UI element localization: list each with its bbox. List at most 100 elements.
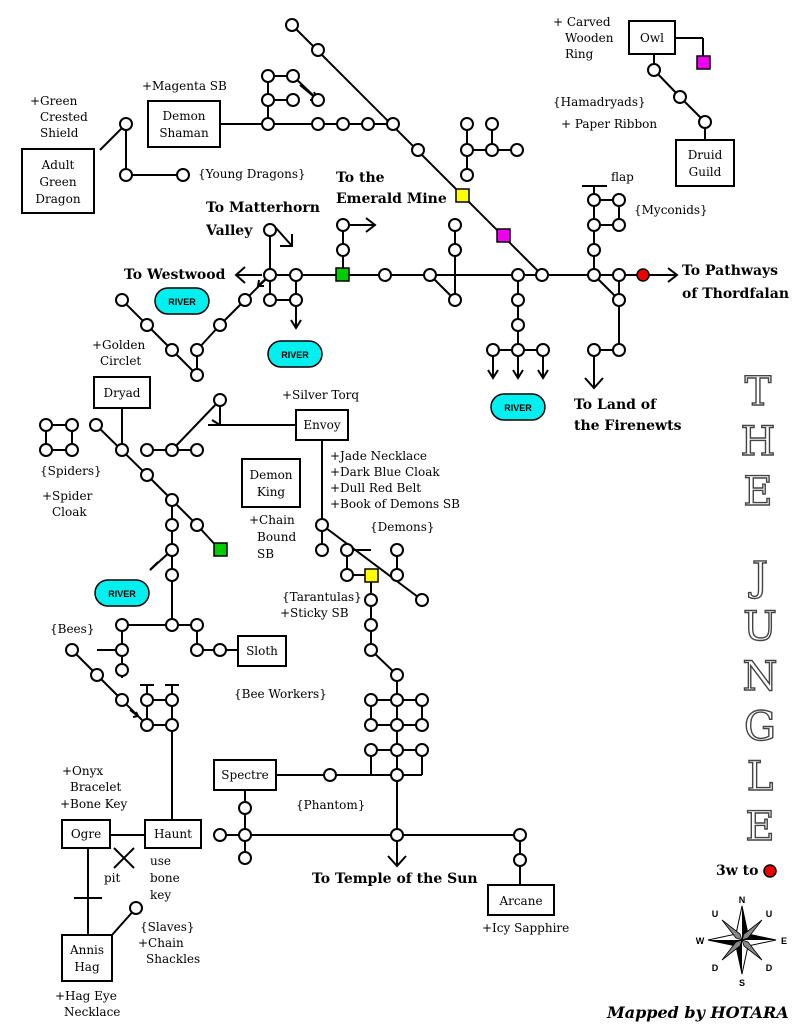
room-demon-king: Demon King xyxy=(241,458,301,508)
bees-label: {Bees} xyxy=(50,622,94,636)
exit-westwood: To Westwood xyxy=(124,267,226,283)
envoy-items-label: +Dull Red Belt xyxy=(330,481,421,495)
map-node xyxy=(238,828,252,842)
room-druid-guild: Druid Guild xyxy=(675,139,735,187)
title-letter: U xyxy=(743,604,777,650)
svg-text:RIVER: RIVER xyxy=(108,589,136,599)
svg-text:N: N xyxy=(739,895,746,905)
map-node xyxy=(390,743,404,757)
map-node xyxy=(415,593,429,607)
room-owl: Owl xyxy=(628,20,676,55)
map-node xyxy=(673,90,687,104)
map-node xyxy=(165,618,179,632)
svg-text:Envoy: Envoy xyxy=(303,418,340,432)
map-node xyxy=(129,901,143,915)
svg-text:Hag: Hag xyxy=(74,960,100,974)
tarantulas-label: {Tarantulas} xyxy=(282,590,362,604)
svg-text:Annis: Annis xyxy=(69,943,104,957)
map-node xyxy=(612,218,626,232)
map-node xyxy=(115,693,129,707)
room-haunt: Haunt xyxy=(144,819,202,849)
river-3: RIVER xyxy=(490,393,546,421)
map-node xyxy=(261,117,275,131)
map-node xyxy=(448,243,462,257)
map-node xyxy=(238,801,252,815)
exit-labels: To Matterhorn Valley To the Emerald Mine… xyxy=(124,170,789,887)
map-node xyxy=(165,543,179,557)
envoy-items-label: +Dark Blue Cloak xyxy=(330,465,440,479)
map-node xyxy=(289,293,303,307)
svg-text:U: U xyxy=(712,909,719,919)
map-node xyxy=(190,443,204,457)
svg-text:Haunt: Haunt xyxy=(154,827,192,841)
yellow-marker xyxy=(455,188,470,203)
map-node xyxy=(485,117,499,131)
river-1: RIVER xyxy=(154,287,210,315)
special-markers xyxy=(213,55,777,878)
title-letter: E xyxy=(745,804,774,850)
map-node xyxy=(511,293,525,307)
map-node xyxy=(364,718,378,732)
hamadryads-label: {Hamadryads} xyxy=(553,95,646,109)
map-node xyxy=(411,143,425,157)
green-shield-label: Shield xyxy=(40,126,79,140)
map-node xyxy=(390,693,404,707)
map-node xyxy=(390,543,404,557)
map-node xyxy=(364,618,378,632)
map-node xyxy=(65,418,79,432)
map-node xyxy=(511,268,525,282)
map-node xyxy=(511,318,525,332)
map-node xyxy=(165,443,179,457)
map-node xyxy=(364,593,378,607)
map-node xyxy=(390,828,404,842)
map-node xyxy=(612,193,626,207)
golden-circlet-label: +Golden xyxy=(92,338,145,352)
map-node xyxy=(612,268,626,282)
map-node xyxy=(165,568,179,582)
map-node xyxy=(390,718,404,732)
svg-text:Owl: Owl xyxy=(640,31,664,45)
icy-sapphire-label: +Icy Sapphire xyxy=(482,921,569,935)
map-node xyxy=(119,117,133,131)
svg-text:Demon: Demon xyxy=(249,468,292,482)
map-node xyxy=(213,643,227,657)
green-marker-2 xyxy=(213,542,228,557)
silver-torq-label: +Silver Torq xyxy=(282,388,359,402)
map-node xyxy=(213,393,227,407)
slaves-label: Shackles xyxy=(146,952,200,966)
svg-text:RIVER: RIVER xyxy=(168,297,196,307)
svg-text:D: D xyxy=(712,963,719,973)
map-node xyxy=(587,343,601,357)
map-node xyxy=(289,268,303,282)
map-node xyxy=(115,643,129,657)
map-node xyxy=(263,223,277,237)
title-letter: T xyxy=(745,369,772,415)
green-shield-label: Crested xyxy=(40,110,88,124)
map-node xyxy=(140,718,154,732)
chain-bound-label: Bound xyxy=(257,530,297,544)
river-2: RIVER xyxy=(267,340,323,368)
map-node xyxy=(190,343,204,357)
map-node xyxy=(140,443,154,457)
exit-pathways: of Thordfalan xyxy=(682,286,789,302)
map-node xyxy=(535,268,549,282)
title-letter: J xyxy=(748,554,768,600)
map-node xyxy=(364,643,378,657)
map-node xyxy=(119,168,133,182)
room-annis-hag: Annis Hag xyxy=(61,934,113,982)
young-dragons-label: {Young Dragons} xyxy=(198,167,306,181)
envoy-items-label: +Book of Demons SB xyxy=(330,497,460,511)
map-node xyxy=(285,18,299,32)
map-node xyxy=(390,568,404,582)
map-node xyxy=(336,243,350,257)
map-node xyxy=(364,743,378,757)
room-ogre: Ogre xyxy=(61,819,111,849)
svg-text:Adult: Adult xyxy=(41,158,75,172)
carved-ring-label: + Carved xyxy=(553,15,611,29)
map-node xyxy=(612,343,626,357)
map-node xyxy=(115,663,129,677)
svg-text:Sloth: Sloth xyxy=(246,644,278,658)
svg-text:U: U xyxy=(766,909,773,919)
map-node xyxy=(415,693,429,707)
pit-label: pit xyxy=(104,871,121,885)
